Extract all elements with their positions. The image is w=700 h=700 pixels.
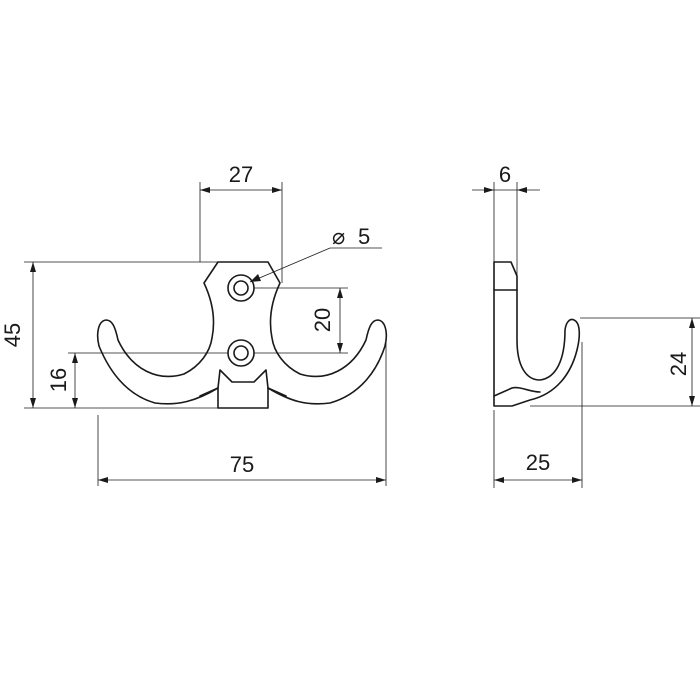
dimension-lower-hole-height: 16 [46, 352, 228, 408]
lower-hole-outer [227, 339, 255, 367]
front-base-notch-right [267, 387, 287, 397]
dim-label-27: 27 [229, 162, 253, 187]
dimension-side-depth: 25 [493, 342, 583, 488]
dim-label-5: 5 [358, 224, 370, 249]
dimension-plate-width: 27 [199, 162, 283, 283]
dimension-total-height: 45 [0, 261, 218, 409]
side-view [493, 261, 581, 407]
dim-label-24: 24 [666, 352, 691, 376]
front-hook-outline [96, 261, 388, 409]
dim-label-16: 16 [46, 368, 71, 392]
dim-label-75: 75 [230, 452, 254, 477]
side-hook-outline [493, 261, 581, 407]
side-base-detail [493, 386, 541, 397]
front-base-notch-left [199, 387, 219, 397]
dim-label-25: 25 [526, 450, 550, 475]
dimension-hole-spacing: 20 [254, 287, 348, 354]
dimension-total-width: 75 [97, 342, 387, 486]
upper-hole-inner [233, 280, 249, 296]
lower-hole-inner [233, 345, 249, 361]
front-base-detail [217, 369, 269, 389]
dim-label-45: 45 [0, 323, 25, 347]
dim-label-20: 20 [310, 308, 335, 332]
dimension-side-hook-height: 24 [530, 317, 700, 407]
dimension-hole-diameter: ⌀ 5 [249, 224, 382, 283]
dim-diameter-symbol: ⌀ [332, 224, 345, 249]
upper-hole-outer [227, 274, 255, 302]
dim-label-6: 6 [499, 162, 511, 187]
dimension-side-thickness: 6 [472, 162, 540, 276]
front-view [96, 261, 388, 409]
